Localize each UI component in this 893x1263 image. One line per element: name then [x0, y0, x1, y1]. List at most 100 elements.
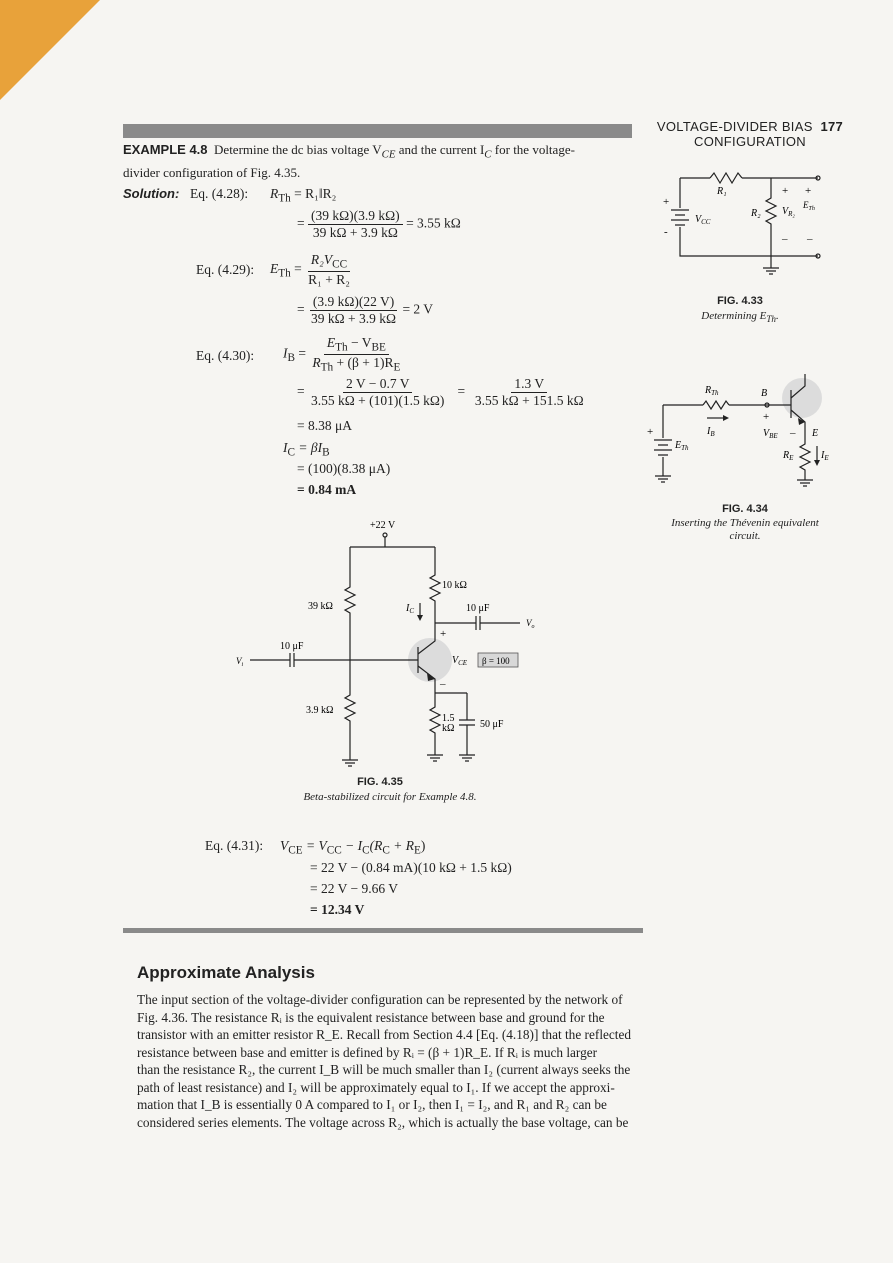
vi-sub: i: [242, 662, 244, 668]
math-sym: = V: [302, 838, 327, 853]
paragraph-line: path of least resistance) and I₂ will be…: [137, 1079, 615, 1095]
rth-sub: Th: [711, 389, 719, 397]
plus-sign: +: [663, 196, 669, 208]
header-section-2: CONFIGURATION: [694, 134, 806, 149]
math-sym: R₂V: [310, 252, 333, 267]
terminal: [815, 175, 821, 181]
vo-sym: V: [526, 618, 533, 628]
ie-sym: I: [820, 450, 825, 461]
re-resistor: [428, 693, 442, 755]
vce-line-4: = 12.34 V: [310, 902, 365, 917]
paragraph-line: resistance between base and emitter is d…: [137, 1044, 598, 1060]
ic-label: IC: [405, 603, 414, 615]
vcc-battery: [671, 209, 689, 226]
fraction-denominator: R₁ + R₂: [308, 271, 350, 287]
math-sub: E: [393, 361, 401, 374]
eth-sym: E: [802, 200, 809, 210]
math-sub: BE: [371, 341, 386, 354]
vce-sub: CE: [458, 659, 468, 667]
r2-label: R₂: [750, 208, 761, 219]
beta-label: β = 100: [482, 656, 510, 666]
rth-resistor: [702, 399, 730, 411]
rth-sym: R: [704, 385, 711, 396]
minus-sign: –: [439, 678, 446, 690]
math-sym: R: [312, 354, 321, 370]
ground-symbol: [459, 754, 475, 762]
eth-label: ETh: [674, 440, 689, 452]
paragraph-line: mation that I_B is essentially 0 A compa…: [137, 1097, 607, 1112]
ic-sym: I: [405, 603, 410, 614]
ib-arrowhead: [723, 415, 729, 421]
eq431-label: Eq. (4.31):: [205, 838, 264, 853]
caption-line: Inserting the Thévenin equivalent: [671, 517, 819, 529]
math-text: − V: [347, 335, 372, 350]
page-corner-decoration: [0, 0, 100, 100]
cout-label: 10 μF: [466, 603, 490, 614]
fraction-denominator: 3.55 kΩ + (101)(1.5 kΩ): [311, 393, 445, 408]
paragraph-line: considered series elements. The voltage …: [137, 1114, 629, 1130]
ce-capacitor: [459, 693, 475, 755]
fraction-denominator: 39 kΩ + 3.9 kΩ: [312, 225, 398, 240]
ib-sym: I: [706, 426, 711, 437]
math-sym: I: [283, 345, 288, 361]
r2-resistor: [343, 660, 357, 760]
re-sub: E: [788, 454, 794, 462]
rth-result: = 3.55 kΩ: [406, 215, 461, 231]
fraction-numerator: (3.9 kΩ)(22 V): [309, 294, 398, 311]
eth-sub: Th: [809, 206, 815, 212]
example-top-bar: [123, 124, 632, 138]
vr2-sym: V: [782, 206, 790, 217]
example-label: EXAMPLE 4.8: [123, 142, 208, 157]
vi-label: Vi: [236, 656, 244, 668]
plus-sign: +: [647, 426, 653, 438]
transistor-collector: [790, 374, 806, 399]
eth-sub: Th: [681, 444, 689, 452]
re-label-2: kΩ: [442, 723, 454, 734]
ground-symbol: [655, 457, 671, 483]
transistor-collector: [417, 623, 436, 655]
ie-sub: E: [823, 454, 829, 462]
caption-text: .: [776, 310, 779, 322]
ib-label: IB: [706, 426, 715, 438]
math-text: + (β + 1)R: [333, 354, 394, 370]
ib-fraction: ETh − VBE RTh + (β + 1)RE: [309, 335, 403, 373]
r2-resistor: [764, 178, 778, 256]
rc-label: 10 kΩ: [442, 580, 467, 591]
fig-4-35-label: FIG. 4.35: [357, 776, 403, 788]
ground-symbol: [342, 759, 358, 767]
ib-sub: B: [710, 430, 715, 438]
statement-part: Determine the dc bias voltage V: [214, 142, 382, 157]
base-label: B: [761, 388, 767, 399]
ib-definition: IB = ETh − VBE RTh + (β + 1)RE: [283, 335, 403, 373]
ic-definition: IC = βIB: [283, 440, 330, 459]
caption-line: circuit.: [729, 530, 761, 542]
paragraph-line: The input section of the voltage-divider…: [137, 992, 623, 1007]
fig-4-35-caption: Beta-stabilized circuit for Example 4.8.: [303, 791, 477, 803]
ic-arrowhead: [417, 615, 423, 621]
fraction-numerator: R₂VCC: [307, 252, 351, 272]
ground-symbol: [763, 256, 779, 275]
vce-equation: VCE = VCC − IC(RC + RE): [280, 838, 425, 857]
math-sym: E: [270, 260, 279, 276]
vcc-terminal: [382, 532, 388, 538]
emitter-label: E: [811, 428, 818, 439]
re-label-1: 1.5: [442, 713, 455, 724]
math-sub: C: [362, 844, 370, 857]
paragraph-line: than the resistance R₂, the current I_B …: [137, 1062, 631, 1077]
ie-label: IE: [820, 450, 829, 462]
vce-label: VCE: [452, 655, 468, 667]
math-sub: CE: [288, 844, 303, 857]
ib-result: = 8.38 μA: [297, 418, 352, 433]
math-sub: C: [287, 446, 296, 459]
eth-fraction-row: = (3.9 kΩ)(22 V)39 kΩ + 3.9 kΩ = 2 V: [297, 294, 434, 326]
minus-sign: –: [789, 427, 796, 439]
plus-sign: +: [440, 628, 446, 640]
math-sub: CC: [332, 258, 348, 271]
page-number: 177: [820, 119, 844, 134]
cout-capacitor: [475, 616, 481, 630]
math-sym: + R: [389, 838, 415, 853]
fig-4-33-caption: Determining ETh.: [680, 310, 800, 326]
fig-4-34-diagram: RTh B + IB VBE – E + ETh RE IE: [647, 374, 829, 487]
